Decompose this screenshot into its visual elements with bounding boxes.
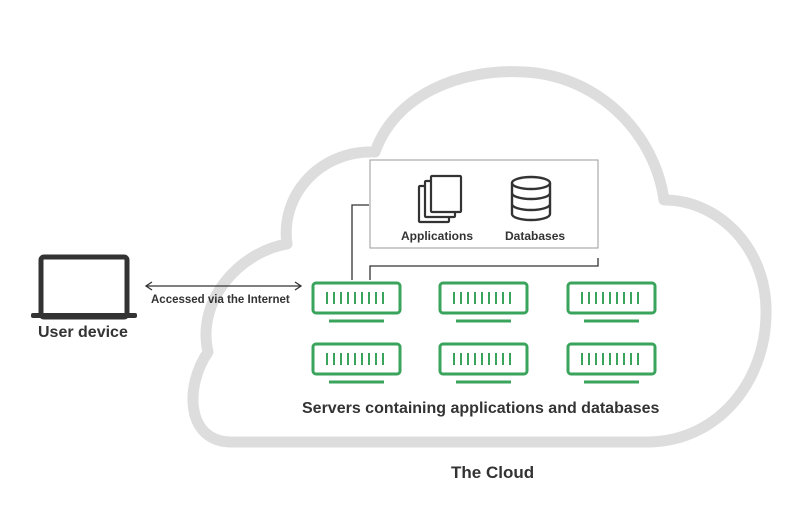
- servers-label: Servers containing applications and data…: [302, 400, 660, 417]
- server: [438, 342, 529, 384]
- connector-lines: [351, 204, 599, 280]
- server: [311, 342, 402, 384]
- server: [438, 281, 529, 323]
- applications-label: Applications: [401, 229, 474, 243]
- server: [311, 281, 402, 323]
- applications-icon: [417, 174, 463, 224]
- apps-databases-box: [369, 159, 599, 249]
- databases-label: Databases: [505, 229, 566, 243]
- connection-label: Accessed via the Internet: [151, 294, 290, 306]
- server: [566, 281, 657, 323]
- internet-connection-arrow: [144, 281, 303, 291]
- server-grid: [311, 281, 657, 384]
- databases-icon: [510, 175, 552, 222]
- server: [566, 342, 657, 384]
- laptop-icon: [31, 254, 137, 320]
- user-device-label: User device: [38, 324, 128, 341]
- cloud-shape: [187, 66, 772, 448]
- cloud-label: The Cloud: [451, 463, 535, 482]
